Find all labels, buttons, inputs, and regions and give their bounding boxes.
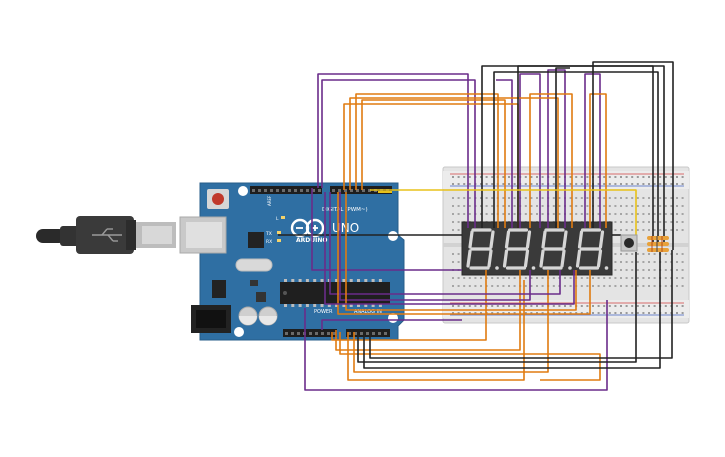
wire-34[interactable] bbox=[345, 192, 577, 311]
wire-3[interactable] bbox=[496, 79, 513, 228]
wire-33[interactable] bbox=[329, 192, 561, 295]
usb-cable[interactable] bbox=[36, 216, 176, 254]
rx-led bbox=[277, 239, 281, 242]
aref-label: AREF bbox=[267, 195, 272, 206]
digital-pwm-label: DIGITAL (PWM~) bbox=[322, 207, 368, 213]
atmega-chip bbox=[280, 282, 390, 304]
digit-1 bbox=[466, 228, 499, 270]
wire-2[interactable] bbox=[321, 79, 476, 228]
wire-22[interactable] bbox=[304, 300, 608, 391]
wire-20[interactable] bbox=[370, 189, 637, 238]
arduino-infinity-logo bbox=[290, 218, 325, 238]
wire-25[interactable] bbox=[347, 280, 525, 381]
wire-35[interactable] bbox=[337, 192, 591, 315]
wire-11[interactable] bbox=[529, 93, 573, 228]
wires[interactable] bbox=[278, 61, 674, 391]
wire-23[interactable] bbox=[321, 319, 462, 330]
wire-10[interactable] bbox=[349, 97, 559, 228]
seven-segment-display[interactable] bbox=[461, 221, 613, 276]
wire-36[interactable] bbox=[324, 192, 575, 305]
wire-15[interactable] bbox=[517, 65, 665, 245]
wire-30[interactable] bbox=[363, 252, 661, 369]
breadboard-holes bbox=[452, 176, 684, 314]
wire-8[interactable] bbox=[361, 99, 506, 228]
wire-27[interactable] bbox=[339, 332, 601, 381]
arduino-uno-board[interactable]: ARDUINO UNO DIGITAL (PWM~) POWER ANALOG … bbox=[179, 182, 405, 341]
wire-21[interactable] bbox=[311, 188, 462, 271]
wire-28[interactable] bbox=[331, 270, 487, 341]
l-led-label: L bbox=[276, 216, 279, 222]
wire-26[interactable] bbox=[353, 270, 549, 373]
wire-7[interactable] bbox=[355, 93, 499, 228]
wire-1[interactable] bbox=[317, 73, 469, 228]
digital-header-right bbox=[330, 186, 392, 194]
wire-14[interactable] bbox=[493, 71, 659, 245]
usb-chip bbox=[248, 232, 264, 248]
wire-4[interactable] bbox=[519, 73, 541, 228]
tx-led bbox=[277, 231, 281, 234]
wire-32[interactable] bbox=[339, 192, 531, 301]
digit-4 bbox=[575, 228, 609, 270]
digit-2 bbox=[502, 228, 536, 270]
wire-17[interactable] bbox=[592, 61, 674, 250]
usb-icon bbox=[92, 228, 122, 242]
digital-header-left bbox=[250, 186, 322, 194]
wire-29[interactable] bbox=[357, 252, 637, 363]
rx-label: RX bbox=[266, 239, 272, 245]
power-label: POWER bbox=[314, 309, 333, 315]
l-led bbox=[281, 216, 285, 219]
wire-16[interactable] bbox=[555, 67, 570, 228]
push-button[interactable] bbox=[620, 234, 638, 252]
wire-31[interactable] bbox=[369, 250, 673, 359]
analog-in-label: ANALOG IN bbox=[354, 309, 382, 315]
resistors[interactable] bbox=[647, 236, 669, 252]
reset-button[interactable] bbox=[212, 193, 224, 205]
digit-3 bbox=[539, 228, 572, 270]
tx-label: TX bbox=[265, 231, 272, 237]
wire-12[interactable] bbox=[589, 93, 607, 228]
